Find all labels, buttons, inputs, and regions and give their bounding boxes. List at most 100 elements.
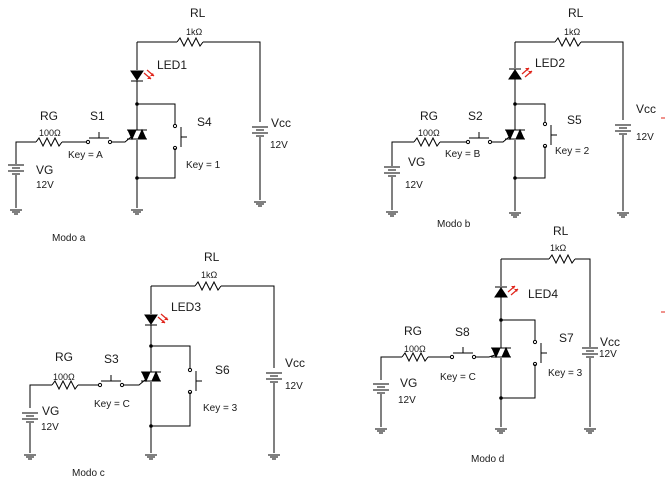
mode-label: Modo b <box>437 219 471 230</box>
ground-icon <box>23 454 37 460</box>
gate-switch-name: S1 <box>90 109 105 123</box>
circuit-b: RL 1kΩ LED2 RG 100Ω S2 Key = B S5 Key = … <box>383 6 665 230</box>
vg-battery <box>21 412 39 423</box>
rl-name: RL <box>553 224 569 238</box>
vg-value: 12V <box>41 422 59 433</box>
rl-resistor <box>554 37 582 47</box>
vcc-battery <box>614 124 632 135</box>
vg-battery <box>372 383 390 394</box>
ground-icon <box>253 201 267 207</box>
led-diode <box>508 67 533 80</box>
ground-icon <box>130 209 144 215</box>
circuit-a: RL 1kΩ LED1 RG 100Ω S1 Key = A S4 Key = … <box>7 6 291 244</box>
rg-name: RG <box>420 109 438 123</box>
rl-name: RL <box>204 250 220 264</box>
rg-resistor <box>51 380 79 390</box>
gate-switch-name: S3 <box>104 352 119 366</box>
rl-value: 1kΩ <box>186 27 203 37</box>
vcc-value: 12V <box>285 381 303 392</box>
vcc-battery <box>251 126 269 137</box>
parallel-switch-name: S7 <box>559 331 574 345</box>
vcc-name: Vcc <box>271 116 291 130</box>
vcc-name: Vcc <box>600 335 620 349</box>
rg-resistor <box>35 137 63 147</box>
gate-switch-key: Key = A <box>68 150 103 161</box>
push-switch-gate <box>449 346 477 360</box>
ground-icon <box>144 454 158 460</box>
rl-resistor <box>548 254 576 264</box>
vg-name: VG <box>36 163 53 177</box>
push-switch-parallel <box>187 367 203 395</box>
rl-name: RL <box>568 6 584 20</box>
vcc-name: Vcc <box>285 356 305 370</box>
ground-icon <box>385 211 399 217</box>
vcc-name: Vcc <box>636 102 656 116</box>
parallel-switch-name: S4 <box>197 115 212 129</box>
push-switch-gate <box>97 374 125 388</box>
ground-icon <box>508 212 522 218</box>
led-diode <box>144 313 169 326</box>
gate-switch-key: Key = B <box>445 149 481 160</box>
rl-value: 1kΩ <box>550 243 567 253</box>
ground-icon <box>267 454 281 460</box>
rl-resistor <box>194 281 222 291</box>
ground-icon <box>374 428 388 434</box>
gate-switch-name: S8 <box>455 325 470 339</box>
led-label: LED4 <box>528 287 558 301</box>
parallel-switch-name: S5 <box>567 113 582 127</box>
led-diode <box>494 285 519 298</box>
rg-name: RG <box>55 350 73 364</box>
mode-label: Modo d <box>471 454 504 465</box>
ground-icon <box>9 209 23 215</box>
vcc-value: 12V <box>599 349 617 360</box>
push-switch-parallel <box>172 123 188 151</box>
vcc-battery <box>265 372 283 383</box>
ground-icon <box>616 212 630 218</box>
rg-resistor <box>413 137 441 147</box>
parallel-switch-key: Key = 2 <box>555 146 590 157</box>
vg-battery <box>7 164 25 175</box>
rg-resistor <box>401 352 429 362</box>
ground-icon <box>494 428 508 434</box>
led-diode <box>130 69 155 82</box>
rl-value: 1kΩ <box>564 27 581 37</box>
vcc-battery <box>581 347 599 358</box>
gate-switch-key: Key = C <box>440 372 476 383</box>
rl-name: RL <box>190 6 206 20</box>
mode-label: Modo c <box>72 468 105 479</box>
vg-value: 12V <box>398 395 416 406</box>
rg-name: RG <box>40 109 58 123</box>
vg-name: VG <box>408 155 425 169</box>
rg-value: 100Ω <box>404 344 426 354</box>
rg-value: 100Ω <box>53 372 75 382</box>
gate-switch-key: Key = C <box>94 399 130 410</box>
parallel-switch-name: S6 <box>215 363 230 377</box>
parallel-switch-key: Key = 3 <box>548 368 583 379</box>
scr-thyristor <box>140 371 162 382</box>
led-label: LED3 <box>171 300 201 314</box>
vg-name: VG <box>400 376 417 390</box>
mode-label: Modo a <box>52 233 86 244</box>
vcc-value: 12V <box>636 132 654 143</box>
rl-resistor <box>176 37 204 47</box>
vg-battery <box>383 166 401 177</box>
parallel-switch-key: Key = 3 <box>203 403 238 414</box>
rg-value: 100Ω <box>418 128 440 138</box>
led-label: LED1 <box>157 58 187 72</box>
led-label: LED2 <box>535 56 565 70</box>
vg-value: 12V <box>405 180 423 191</box>
circuit-d: RL 1kΩ LED4 RG 100Ω S8 Key = C S7 Key = … <box>372 224 665 465</box>
vg-value: 12V <box>36 180 54 191</box>
gate-switch-name: S2 <box>468 109 483 123</box>
vcc-value: 12V <box>270 140 288 151</box>
ground-icon <box>583 428 597 434</box>
push-switch-gate <box>85 131 113 145</box>
rg-name: RG <box>404 324 422 338</box>
parallel-switch-key: Key = 1 <box>186 160 221 171</box>
push-switch-parallel <box>532 339 548 367</box>
push-switch-parallel <box>542 121 558 149</box>
push-switch-gate <box>465 131 493 145</box>
rl-value: 1kΩ <box>201 270 218 280</box>
rg-value: 100Ω <box>39 128 61 138</box>
